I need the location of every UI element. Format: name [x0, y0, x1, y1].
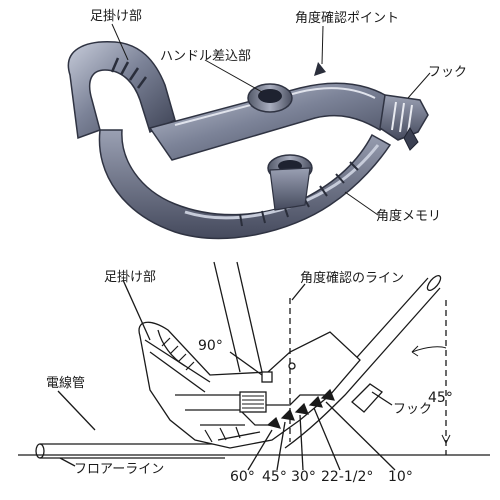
label-handle-socket: ハンドル差込部	[160, 49, 252, 64]
label-floor-line: フロアーライン	[74, 462, 165, 477]
bender-photo	[67, 41, 429, 240]
label-foot-rest-photo: 足掛け部	[90, 9, 143, 24]
label-foot-rest-drawing: 足掛け部	[104, 270, 157, 285]
conduit-end	[35, 443, 45, 459]
angle-label-45-right: 45°	[428, 390, 453, 406]
label-angle-check-line: 角度確認のライン	[300, 271, 405, 286]
angle-label-45: 45°	[262, 469, 287, 485]
angle-label-60: 60°	[230, 469, 255, 485]
angle-label-22-half: 22-1/2°	[321, 469, 374, 485]
angle-label-30: 30°	[291, 469, 316, 485]
angle-label-90: 90°	[198, 338, 223, 354]
bender-drawing	[18, 261, 490, 471]
label-angle-check-point: 角度確認ポイント	[295, 11, 400, 26]
angle-label-10: 10°	[388, 469, 413, 485]
photo-leaders	[111, 23, 431, 216]
label-hook-drawing: フック	[393, 402, 433, 417]
label-hook-photo: フック	[428, 65, 468, 80]
conduit-pipe	[40, 443, 225, 459]
label-angle-scale: 角度メモリ	[376, 209, 442, 224]
label-conduit: 電線管	[46, 376, 86, 391]
